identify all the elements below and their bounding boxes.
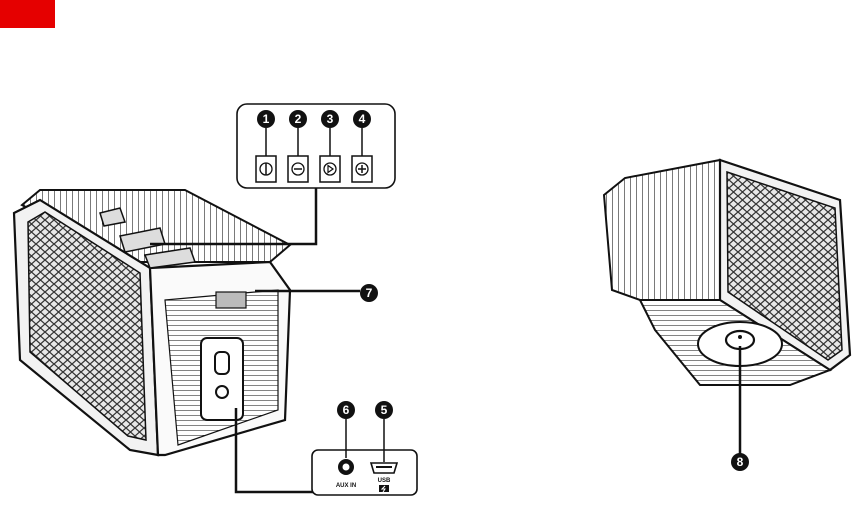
port-cover (201, 338, 243, 420)
svg-text:5: 5 (381, 403, 388, 417)
svg-text:8: 8 (737, 455, 744, 469)
svg-text:6: 6 (343, 403, 350, 417)
speaker-front-view (14, 190, 290, 455)
svg-text:1: 1 (263, 112, 270, 126)
volume-down-icon (288, 156, 308, 182)
svg-text:7: 7 (366, 286, 373, 300)
volume-up-icon (352, 156, 372, 182)
aux-in-label: AUX IN (336, 483, 356, 489)
micro-usb-icon (371, 463, 397, 473)
svg-text:4: 4 (359, 112, 366, 126)
speaker-bottom-view (604, 160, 850, 385)
usb-label: USB (378, 478, 391, 484)
play-icon (320, 156, 340, 182)
power-icon (256, 156, 276, 182)
aux-jack-icon (338, 459, 354, 475)
speaker-end-ribs (604, 160, 720, 300)
svg-text:2: 2 (295, 112, 302, 126)
brand-logo (216, 292, 246, 308)
svg-text:3: 3 (327, 112, 334, 126)
charge-icon (379, 485, 389, 492)
button-panel-callout: 1 2 3 4 (237, 104, 395, 188)
